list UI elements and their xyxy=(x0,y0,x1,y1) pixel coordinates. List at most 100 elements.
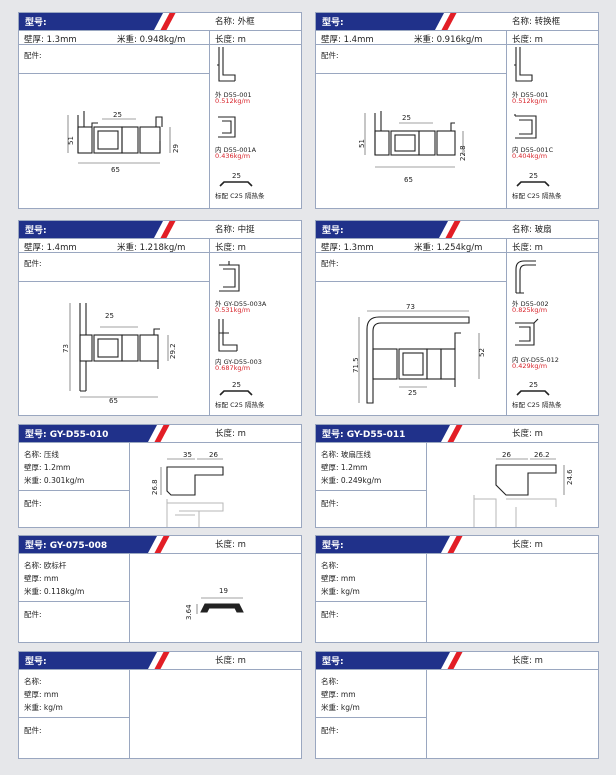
meter-weight: 米重: 1.218kg/m xyxy=(117,243,186,253)
part-code: 外 GY-D55-003A xyxy=(215,300,267,308)
card-header: 型号: GY-075-008 长度: m xyxy=(19,536,301,553)
spec-row: 壁厚: 1.4mm 米重: 1.218kg/m 长度: m xyxy=(19,238,301,253)
part-code: 外 D55-002 xyxy=(512,300,549,308)
profile-card-transfer-frame: 型号: 名称: 转换框 壁厚: 1.4mm 米重: 0.916kg/m 长度: … xyxy=(315,12,599,209)
profile-card-sash-glazing-bead: 型号: GY-D55-011 长度: m 名称: 玻扇压线 壁厚: 1.2mm … xyxy=(315,424,599,528)
model-label: 型号: xyxy=(322,18,344,28)
wall-thickness: 壁厚: 1.4mm xyxy=(24,243,77,253)
part-code: 内 GY-D55-012 xyxy=(512,356,559,364)
profile-name: 名称: 转换框 xyxy=(512,17,561,27)
profile-card-mullion: 型号: 名称: 中挺 壁厚: 1.4mm 米重: 1.218kg/m 长度: m… xyxy=(18,220,302,416)
card-header: 型号: 名称: 玻扇 xyxy=(316,221,598,238)
meter-weight: 米重: 0.916kg/m xyxy=(414,35,483,45)
fittings-label: 配件: xyxy=(24,51,42,60)
length: 长度: m xyxy=(215,656,246,666)
profile-name: 名称: 外框 xyxy=(215,17,255,27)
length: 长度: m xyxy=(512,35,543,45)
part-weight: 0.687kg/m xyxy=(215,364,251,372)
strip-label: 标配 C25 隔热条 xyxy=(512,192,562,200)
dim-label: 65 xyxy=(404,176,413,184)
fittings-label: 配件: xyxy=(24,726,42,735)
length: 长度: m xyxy=(215,429,246,439)
profile-section-drawing xyxy=(160,458,224,527)
wall-thickness: 壁厚: 1.4mm xyxy=(321,35,374,45)
model-label: 型号: xyxy=(25,18,47,28)
part-weight: 0.429kg/m xyxy=(512,362,548,370)
profile-card-glass-sash: 型号: 名称: 玻扇 壁厚: 1.3mm 米重: 1.254kg/m 长度: m… xyxy=(315,220,599,416)
dim-label: 25 xyxy=(105,312,114,320)
wall-thickness: 壁厚: 1.2mm xyxy=(321,463,368,472)
spec-row: 壁厚: 1.4mm 米重: 0.916kg/m 长度: m xyxy=(316,30,598,45)
profile-name: 名称: 欧标杆 xyxy=(24,561,67,570)
inner-part-drawing xyxy=(218,116,236,138)
dim-label: 19 xyxy=(219,587,228,595)
part-weight: 0.436kg/m xyxy=(215,152,251,160)
model-label: 型号: xyxy=(322,226,344,236)
fittings-label: 配件: xyxy=(321,726,339,735)
dim-label: 73 xyxy=(406,303,415,311)
profile-card-blank: 型号: 长度: m 名称: 壁厚: mm 米重: kg/m 配件: xyxy=(315,535,599,643)
wall-thickness: 壁厚: mm xyxy=(321,690,356,699)
length: 长度: m xyxy=(215,540,246,550)
strip-label: 标配 C25 隔热条 xyxy=(215,401,265,409)
wall-thickness: 壁厚: 1.2mm xyxy=(24,463,71,472)
dim-label: 26.8 xyxy=(151,479,159,495)
profile-name: 名称: 压线 xyxy=(24,450,59,459)
profile-section-drawing xyxy=(358,310,480,404)
profile-name: 名称: 玻扇压线 xyxy=(321,450,371,459)
dim-label: 65 xyxy=(109,397,118,405)
inner-part-drawing xyxy=(218,319,238,352)
fittings-label: 配件: xyxy=(321,51,339,60)
profile-name: 名称: xyxy=(321,561,339,570)
dim-label: 26.2 xyxy=(534,451,550,459)
length: 长度: m xyxy=(215,35,246,45)
profile-section-drawing xyxy=(364,111,464,168)
length: 长度: m xyxy=(512,243,543,253)
meter-weight: 米重: 1.254kg/m xyxy=(414,243,483,253)
spec-row: 壁厚: 1.3mm 米重: 0.948kg/m 长度: m xyxy=(19,30,301,45)
profile-card-outer-frame: 型号: 名称: 外框 壁厚: 1.3mm 米重: 0.948kg/m 长度: m… xyxy=(18,12,302,209)
model-label: 型号: xyxy=(322,541,344,551)
outer-part-drawing xyxy=(217,47,236,82)
thermal-strip-icon xyxy=(219,390,253,396)
meter-weight: 米重: 0.118kg/m xyxy=(24,587,85,596)
strip-dim: 25 xyxy=(529,172,538,180)
wall-thickness: 壁厚: mm xyxy=(24,574,59,583)
card-header: 型号: GY-D55-011 长度: m xyxy=(316,425,598,442)
fittings-label: 配件: xyxy=(24,610,42,619)
strip-dim: 25 xyxy=(232,172,241,180)
card-header: 型号: 名称: 中挺 xyxy=(19,221,301,238)
profile-card-euro-rod: 型号: GY-075-008 长度: m 名称: 欧标杆 壁厚: mm 米重: … xyxy=(18,535,302,643)
dim-label: 25 xyxy=(408,389,417,397)
dim-label: 25 xyxy=(402,114,411,122)
length: 长度: m xyxy=(512,656,543,666)
profile-name: 名称: 中挺 xyxy=(215,225,255,235)
outer-part-drawing xyxy=(515,260,536,294)
dim-label: 26 xyxy=(502,451,511,459)
length: 长度: m xyxy=(512,429,543,439)
profile-name: 名称: xyxy=(321,677,339,686)
strip-dim: 25 xyxy=(529,381,538,389)
part-code: 外 D55-001 xyxy=(512,91,549,99)
meter-weight: 米重: kg/m xyxy=(321,587,360,596)
meter-weight: 米重: kg/m xyxy=(24,703,63,712)
meter-weight: 米重: 0.249kg/m xyxy=(321,476,382,485)
profile-name: 名称: 玻扇 xyxy=(512,225,552,235)
profile-card-blank: 型号: 长度: m 名称: 壁厚: mm 米重: kg/m 配件: xyxy=(18,651,302,759)
dim-label: 29 xyxy=(172,144,180,153)
thermal-strip-icon xyxy=(516,390,550,396)
meter-weight: 米重: kg/m xyxy=(321,703,360,712)
profile-section-drawing xyxy=(67,111,171,164)
model-label: 型号: xyxy=(25,657,47,667)
card-header: 型号: 长度: m xyxy=(19,652,301,669)
profile-name: 名称: xyxy=(24,677,42,686)
fittings-label: 配件: xyxy=(321,610,339,619)
fittings-label: 配件: xyxy=(24,259,42,268)
strip-label: 标配 C25 隔热条 xyxy=(512,401,562,409)
dim-label: 22.8 xyxy=(459,145,467,161)
part-weight: 0.825kg/m xyxy=(512,306,548,314)
outer-part-drawing xyxy=(514,47,533,82)
dim-label: 51 xyxy=(358,139,366,148)
model-label: 型号: GY-D55-011 xyxy=(322,430,406,440)
meter-weight: 米重: 0.301kg/m xyxy=(24,476,85,485)
